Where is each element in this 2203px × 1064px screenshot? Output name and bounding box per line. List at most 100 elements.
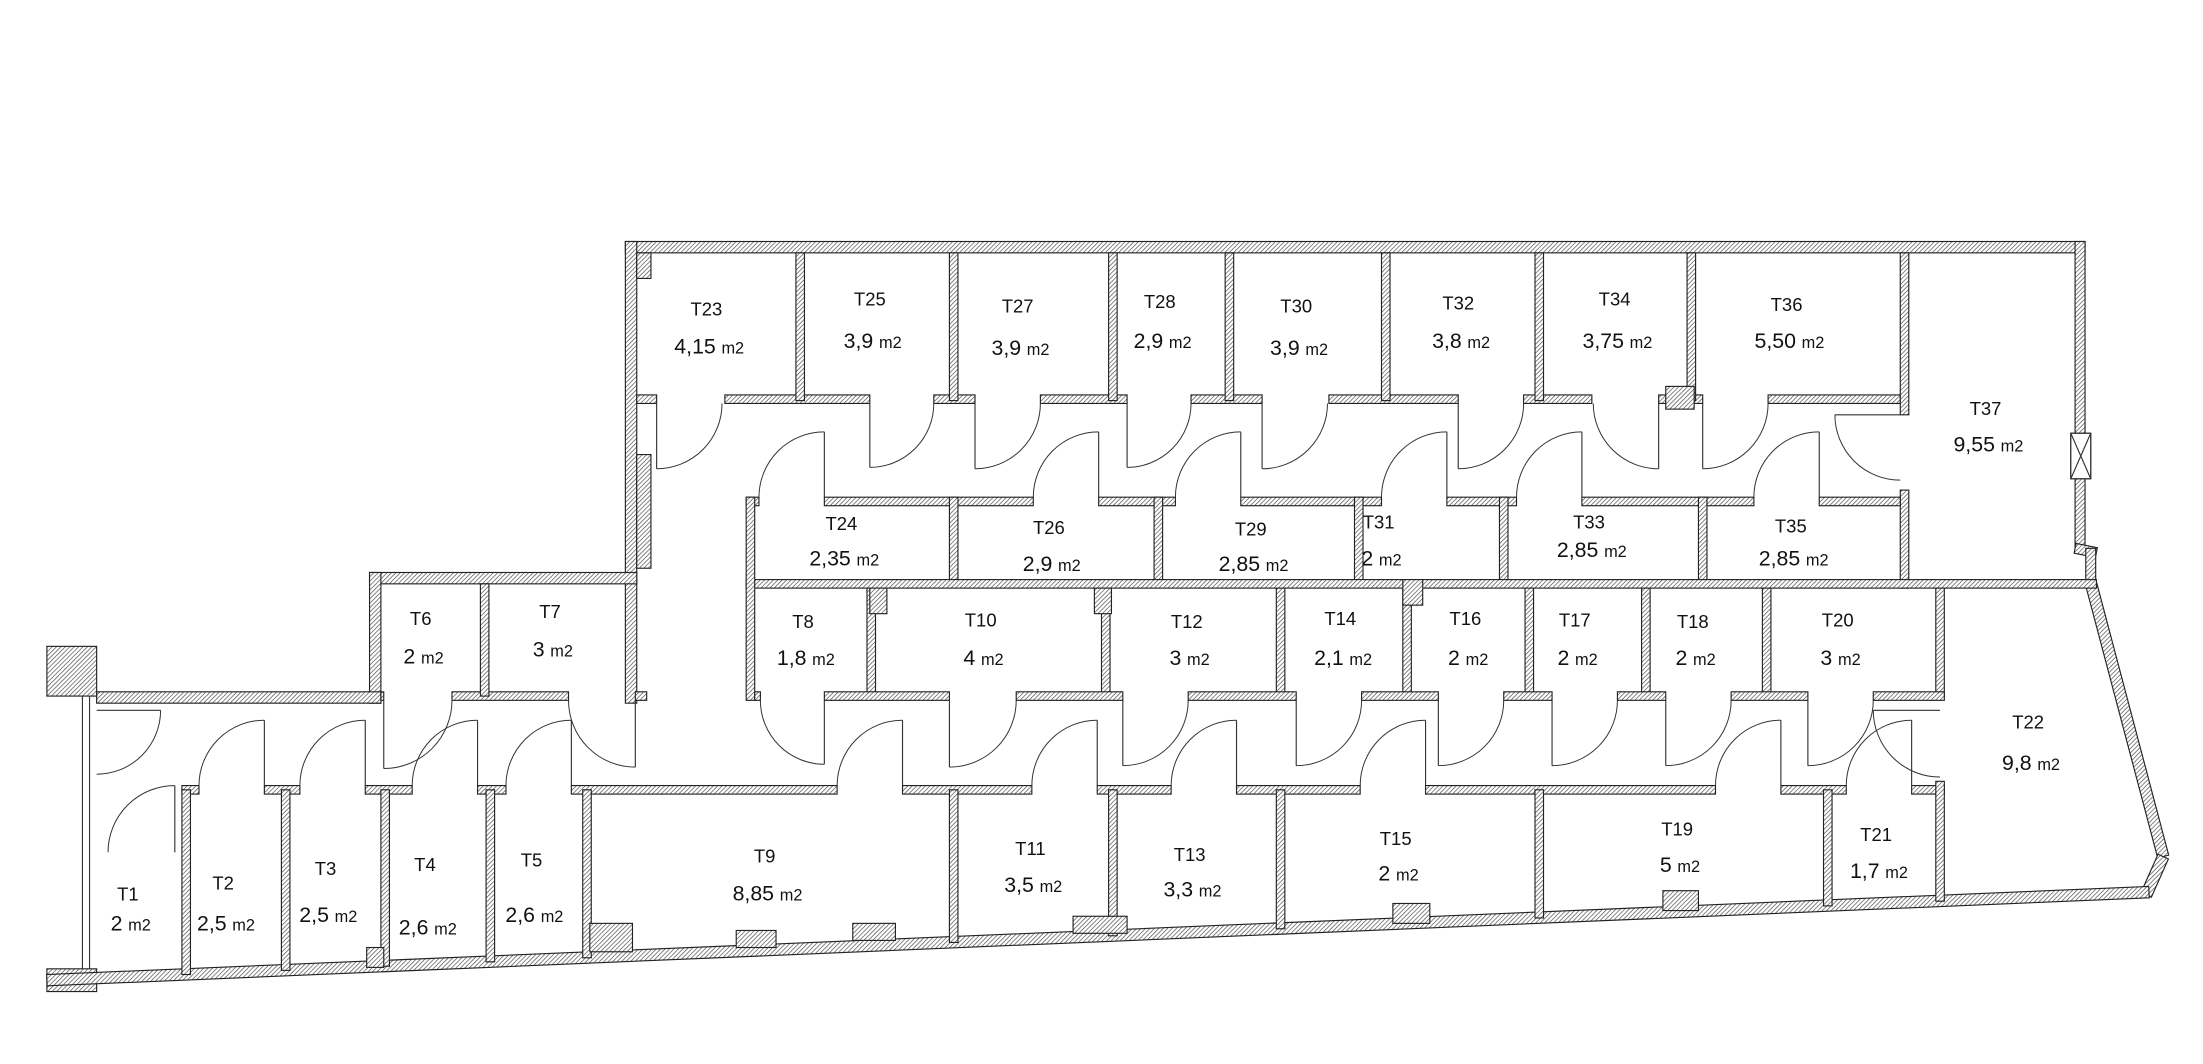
door-swing (1170, 719, 1237, 786)
door-swing (1031, 719, 1098, 786)
wall (636, 394, 658, 405)
door-swing (107, 785, 175, 853)
room-id: T30 (1280, 296, 1312, 317)
room-area-unit: m2 (1199, 882, 1222, 900)
door-swing (1552, 700, 1618, 767)
room-area: 2,85 m2 (1557, 538, 1627, 562)
room-area-value: 2 (111, 911, 123, 935)
room-area-unit: m2 (1379, 551, 1402, 569)
room-area-unit: m2 (1266, 557, 1289, 575)
door-swing (96, 710, 162, 775)
column (735, 929, 777, 949)
wall (1498, 496, 1509, 583)
room-id: T14 (1324, 608, 1356, 629)
door-swing (1032, 431, 1099, 498)
wall (823, 496, 1034, 507)
column (1093, 587, 1113, 615)
room-id: T18 (1677, 611, 1709, 632)
wall (1523, 394, 1593, 405)
door-swing (1262, 403, 1328, 470)
room-area-value: 2,9 (1023, 552, 1053, 576)
room-area: 3,9 m2 (844, 329, 902, 353)
door-swing (1665, 700, 1732, 767)
wall (1534, 789, 1545, 919)
wall (1224, 252, 1235, 402)
door-swing (1122, 700, 1189, 767)
room-area-value: 5,50 (1754, 329, 1796, 353)
wall (1767, 394, 1901, 405)
room-area-unit: m2 (1396, 867, 1419, 885)
outer-wall-right-slanted (2084, 580, 2170, 859)
column (1402, 579, 1424, 606)
outer-wall-right (2074, 240, 2086, 548)
room-id: T10 (965, 609, 997, 630)
wall (1686, 252, 1697, 402)
wall (1153, 496, 1164, 583)
wall (1581, 496, 1755, 507)
door-swing (411, 719, 478, 786)
room-area-value: 3 (1169, 646, 1181, 670)
door-swing (759, 700, 825, 765)
room-area-unit: m2 (812, 651, 835, 669)
room-area-value: 8,85 (733, 882, 774, 906)
room-area-unit: m2 (856, 551, 879, 569)
room-id: T3 (315, 858, 337, 879)
room-id: T31 (1363, 511, 1395, 532)
room-area-value: 2,9 (1134, 329, 1164, 353)
room-id: T8 (792, 611, 814, 632)
room-area-value: 3,75 (1583, 329, 1624, 353)
room-area-value: 2,5 (197, 911, 227, 935)
room-area-unit: m2 (541, 908, 564, 926)
door-swing (1380, 431, 1447, 498)
room-area-value: 4 (963, 646, 975, 670)
door-swing (975, 403, 1041, 470)
wall (1616, 691, 1667, 701)
room-id: T5 (521, 850, 543, 871)
room-area-unit: m2 (1604, 543, 1627, 561)
wall (823, 691, 950, 701)
wall (570, 785, 838, 795)
room-area-value: 9,55 (1953, 433, 1994, 457)
room-id: T25 (854, 288, 886, 309)
room-area-value: 5 (1660, 853, 1672, 877)
room-area-value: 3,9 (844, 329, 874, 353)
room-area-unit: m2 (1466, 651, 1489, 669)
wall (380, 691, 385, 701)
room-area-unit: m2 (879, 334, 902, 352)
column (46, 645, 98, 697)
wall (1446, 496, 1518, 507)
wall (1108, 789, 1118, 937)
room-area: 2,6 m2 (505, 903, 563, 927)
room-area-value: 2,6 (505, 903, 535, 927)
room-area-value: 2,85 (1557, 538, 1598, 562)
column (1665, 385, 1695, 410)
wall (479, 583, 490, 697)
column (852, 922, 896, 941)
room-id: T36 (1771, 294, 1803, 315)
room-area-value: 2,6 (399, 916, 429, 940)
wall (636, 252, 652, 279)
door-swing (1845, 719, 1912, 786)
